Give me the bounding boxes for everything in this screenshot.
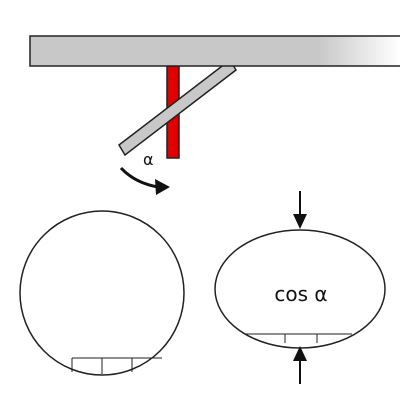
top-compression-arrow — [293, 191, 307, 229]
circle-base-marks — [71, 357, 162, 374]
ellipse-view: cos α — [214, 229, 386, 349]
bottom-compression-arrow — [293, 346, 307, 384]
full-circle — [19, 210, 185, 376]
rotation-arrow-curve — [119, 166, 159, 189]
cos-alpha-label: cos α — [274, 282, 327, 306]
angle-label: α — [143, 150, 154, 169]
tilted-plate — [118, 58, 237, 157]
ellipse-base-marks — [246, 333, 352, 343]
rotation-arrow-head — [155, 179, 170, 195]
horizontal-bar — [29, 35, 400, 67]
circle-view — [19, 210, 185, 376]
